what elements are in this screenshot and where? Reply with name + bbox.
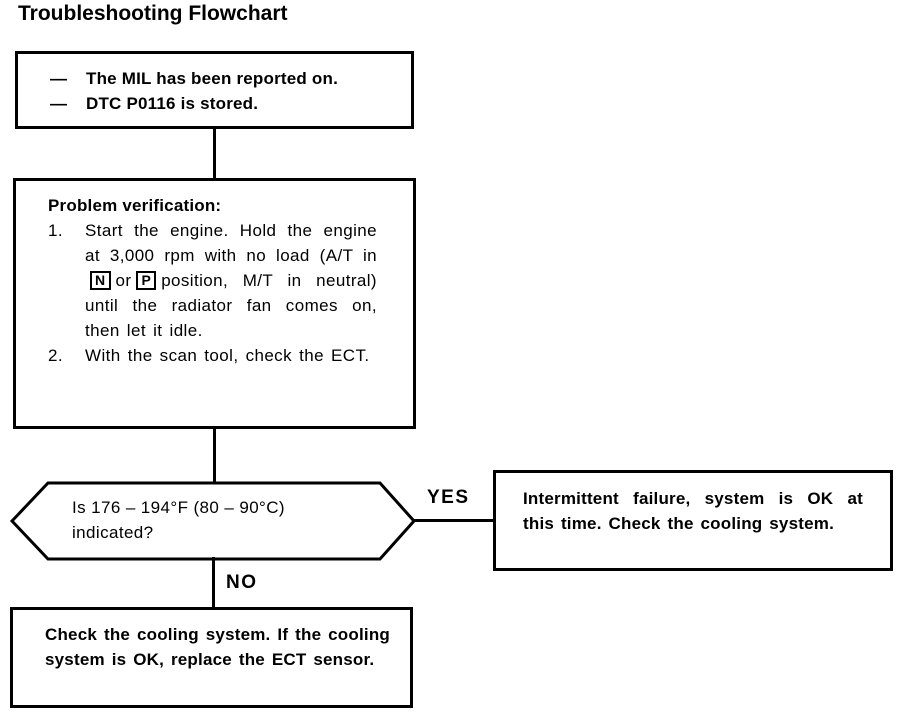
condition-line: — DTC P0116 is stored.	[50, 91, 401, 116]
decision-question-line: Is 176 – 194°F (80 – 90°C)	[72, 498, 285, 517]
intermittent-failure-box: Intermittent failure, system is OK at th…	[493, 470, 893, 571]
decision-question: Is 176 – 194°F (80 – 90°C) indicated?	[72, 495, 402, 545]
step-text: With the scan tool, check the ECT.	[85, 346, 370, 365]
step-number: 1.	[48, 221, 63, 240]
check-cooling-system-box: Check the cooling system. If the cooling…	[10, 607, 413, 708]
gear-p-badge: P	[136, 271, 157, 290]
gear-n-badge: N	[90, 271, 111, 290]
decision-question-line: indicated?	[72, 523, 154, 542]
page-title: Troubleshooting Flowchart	[18, 2, 288, 25]
start-condition-box: — The MIL has been reported on. — DTC P0…	[15, 51, 414, 129]
condition-text: DTC P0116 is stored.	[86, 94, 259, 113]
step-item: 2. With the scan tool, check the ECT.	[48, 343, 403, 368]
condition-dash: —	[50, 69, 68, 88]
step-text-segment: Start the engine. Hold the engine at 3,0…	[85, 221, 377, 265]
connector-verification-to-decision	[213, 428, 216, 483]
connector-decision-to-yes-box	[413, 519, 493, 522]
step-text-segment: position, M/T in neutral) until the radi…	[85, 271, 377, 340]
no-branch-label: NO	[226, 572, 258, 593]
connector-start-to-verification	[213, 129, 216, 178]
condition-line: — The MIL has been reported on.	[50, 66, 401, 91]
verification-box: Problem verification: 1. Start the engin…	[13, 178, 416, 429]
condition-text: The MIL has been reported on.	[86, 69, 339, 88]
check-cooling-system-text: Check the cooling system. If the cooling…	[45, 625, 390, 669]
step-text: Start the engine. Hold the engine at 3,0…	[85, 218, 377, 343]
step-item: 1. Start the engine. Hold the engine at …	[48, 218, 403, 343]
step-number: 2.	[48, 346, 63, 365]
intermittent-failure-text: Intermittent failure, system is OK at th…	[523, 489, 863, 533]
connector-decision-to-no-box	[212, 557, 215, 607]
yes-branch-label: YES	[427, 487, 470, 508]
condition-dash: —	[50, 94, 68, 113]
step-text-segment: or	[115, 271, 132, 290]
verification-heading: Problem verification:	[48, 196, 222, 215]
